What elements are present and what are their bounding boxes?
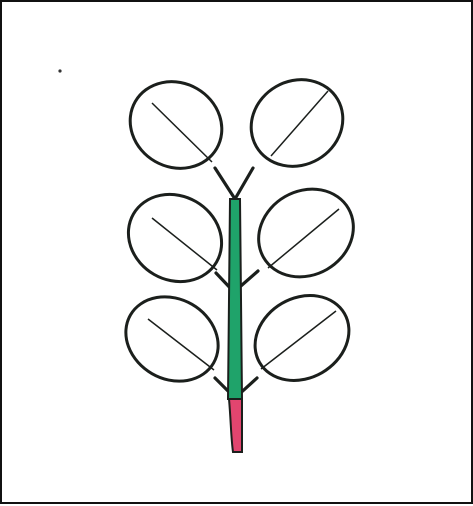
leaflet-middle-left (112, 178, 237, 299)
leaflet-bottom-right (240, 279, 365, 397)
leaflet-middle-right (243, 172, 370, 294)
petiole (229, 399, 242, 452)
pen-dot (58, 69, 61, 72)
rachis (228, 199, 242, 399)
leaflet-top-right (235, 63, 358, 183)
leaflet-top-left (114, 65, 237, 185)
